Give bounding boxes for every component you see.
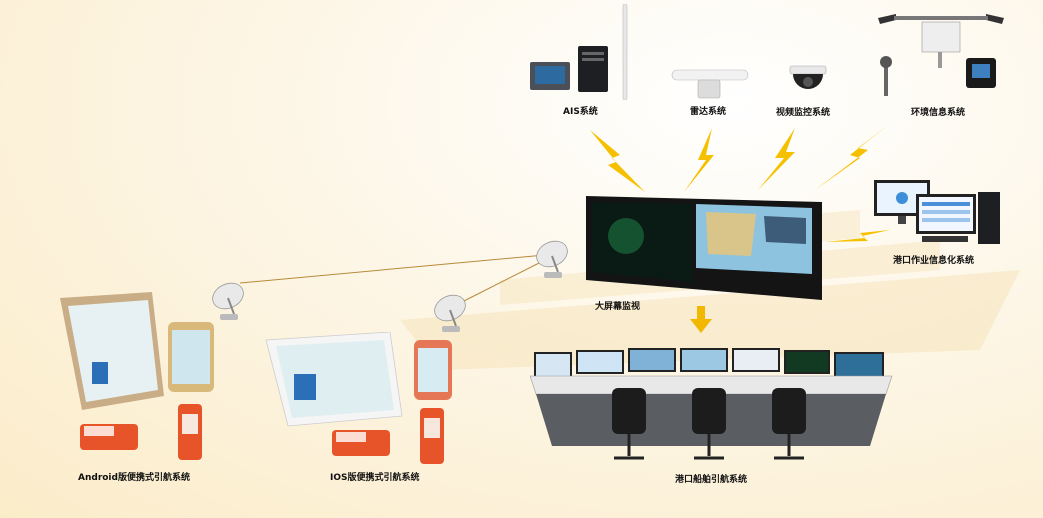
android-devices [60, 292, 214, 460]
video-wall-icon [586, 196, 822, 300]
label-video: 视频监控系统 [776, 108, 831, 118]
control-console-icon [530, 348, 893, 460]
weather-station-icon [878, 14, 1004, 96]
antenna-icon [622, 4, 628, 100]
ais-devices [530, 46, 608, 92]
label-ios: IOS版便携式引航系统 [330, 473, 420, 483]
label-port-info: 港口作业信息化系统 [893, 256, 975, 266]
label-env: 环境信息系统 [911, 108, 966, 118]
lightning-icon [684, 128, 714, 192]
chair-icon [612, 388, 646, 434]
lightning-icon [825, 230, 890, 242]
wind-vane-icon [884, 62, 888, 96]
label-port-pilot: 港口船舶引航系统 [675, 475, 748, 485]
link-line-android [239, 254, 546, 284]
port-info-computers [874, 180, 1000, 244]
radar-icon [671, 69, 749, 99]
down-arrow-icon [690, 306, 712, 333]
lightning-icon [758, 128, 795, 190]
computer-tower-icon [578, 46, 608, 92]
ios-devices [265, 332, 452, 464]
lightning-icon [590, 130, 645, 192]
label-radar: 雷达系统 [690, 107, 727, 117]
chair-icon [692, 388, 726, 434]
dome-camera-icon [789, 65, 827, 89]
satellite-dish-icon [434, 294, 466, 332]
satellite-dish-icon [212, 282, 244, 320]
satellite-dish-icon [536, 240, 568, 278]
label-ais: AIS系统 [563, 107, 598, 117]
label-android: Android版便携式引航系统 [78, 473, 190, 483]
label-big-screen: 大屏幕监视 [595, 302, 641, 312]
chair-icon [772, 388, 806, 434]
link-line-ios [459, 259, 546, 304]
